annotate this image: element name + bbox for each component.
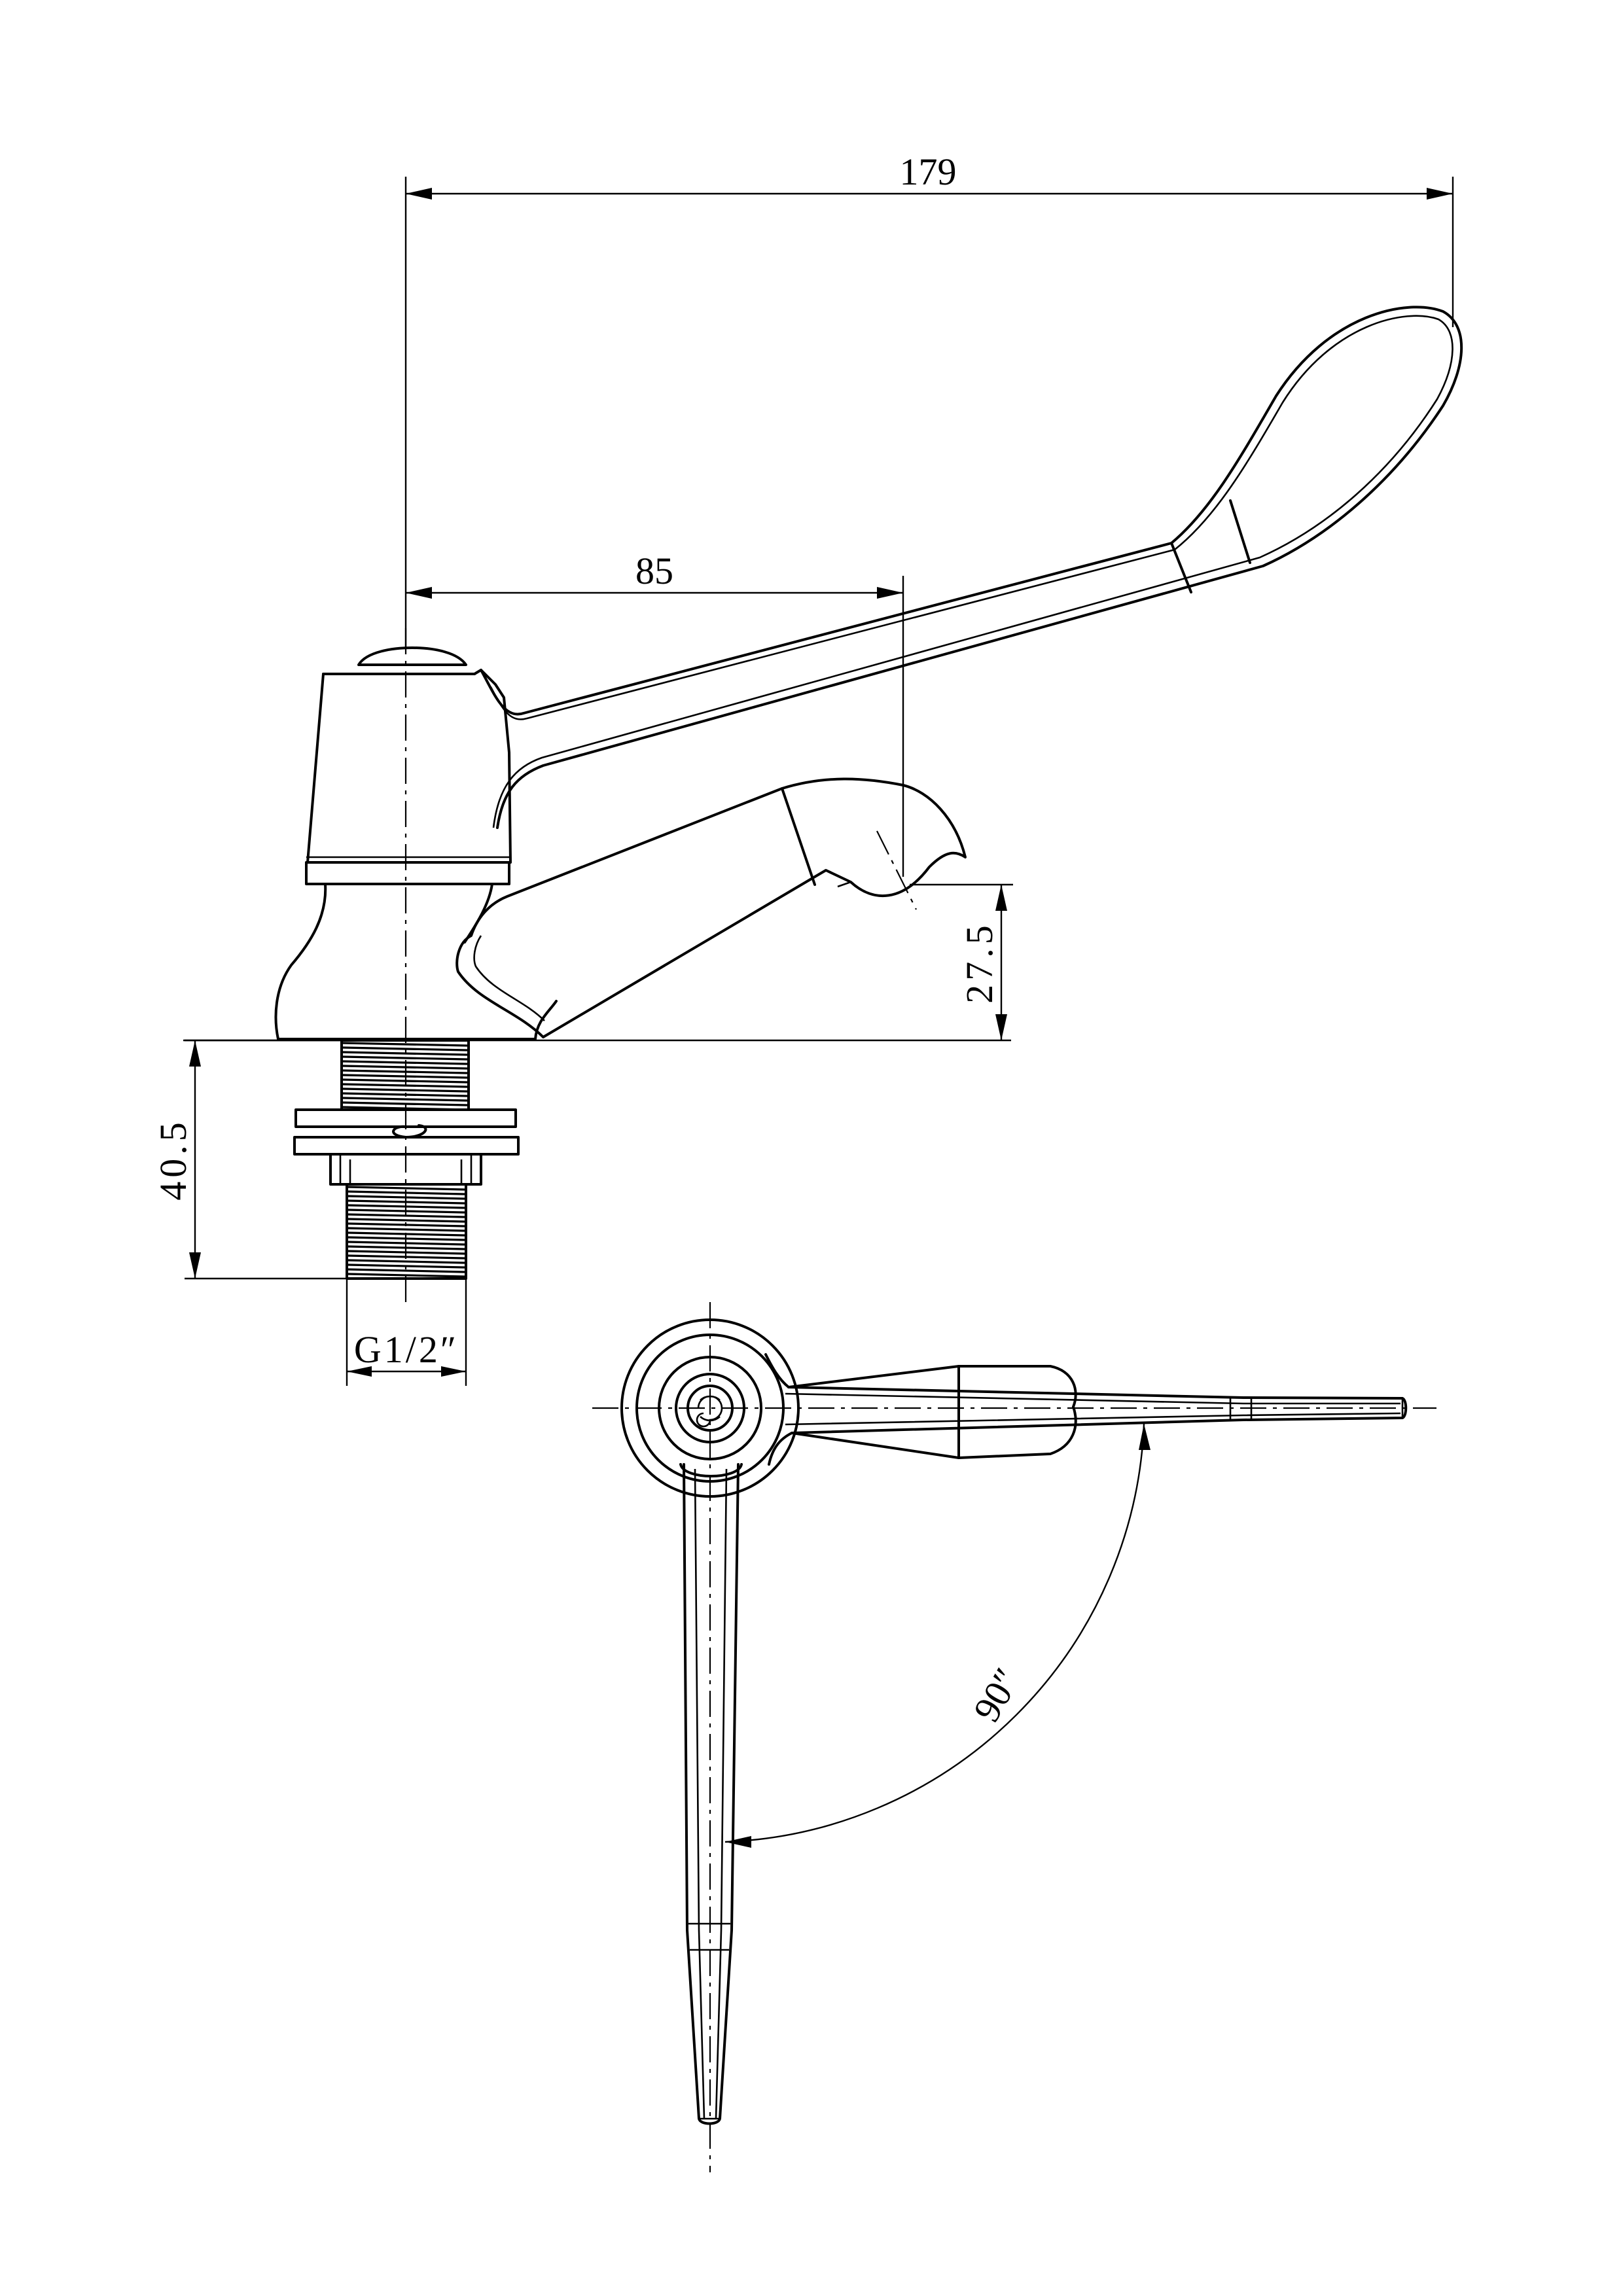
dim-179-label: 179 <box>900 150 957 193</box>
plan-collar-circle <box>658 1356 762 1460</box>
dim-40-5-arrow-top <box>189 1040 201 1067</box>
lever-grip-seam-upper <box>1170 542 1192 593</box>
side-view-dimensions: 179 85 27.5 40.5 G1/2″ <box>152 150 1454 1386</box>
spout-outer <box>455 777 967 1038</box>
handle-head <box>306 669 512 864</box>
dim-thread-arrow-right <box>441 1366 466 1377</box>
lever-arm-inner <box>490 315 1454 828</box>
thread-line <box>348 1231 465 1237</box>
dim-90-label: 90″ <box>965 1661 1028 1729</box>
dim-90-arrow-bottom <box>725 1836 751 1848</box>
thread-line <box>342 1097 468 1102</box>
thread-line <box>348 1190 465 1195</box>
dim-85-label: 85 <box>635 550 673 592</box>
thread-line <box>348 1263 465 1269</box>
plan-lever-open-outer <box>683 1463 740 2125</box>
plan-lever-closed-outer <box>764 1353 1408 1466</box>
thread-line <box>348 1209 465 1214</box>
thread-line <box>348 1218 465 1223</box>
thread-line <box>348 1236 465 1241</box>
thread-line <box>342 1092 468 1097</box>
thread-line <box>348 1259 465 1264</box>
body-base-right <box>463 883 493 944</box>
thread-line <box>348 1254 465 1260</box>
dim-179-arrow-right <box>1427 188 1453 200</box>
dim-90-arrow-top <box>1139 1424 1150 1450</box>
thread-line <box>342 1083 468 1088</box>
thread-line <box>348 1204 465 1209</box>
thread-line <box>342 1042 468 1047</box>
plan-head-circle <box>635 1333 785 1483</box>
thread-line <box>342 1078 468 1084</box>
plan-knob-inner-circle <box>687 1385 734 1432</box>
spout-band-left <box>781 787 816 886</box>
dim-85-arrow-right <box>877 587 903 599</box>
plan-knob-swirl <box>696 1395 723 1428</box>
tail-lower-thread-hatching <box>348 1186 465 1278</box>
thread-line <box>342 1101 468 1106</box>
dim-40-5-label: 40.5 <box>152 1118 194 1201</box>
plan-outer-base-circle <box>620 1318 800 1498</box>
thread-line <box>348 1245 465 1250</box>
dim-40-5-arrow-bottom <box>189 1252 201 1279</box>
thread-line <box>342 1051 468 1056</box>
backnut-ring <box>392 1124 427 1139</box>
dim-27-5-arrow-bottom <box>995 1014 1007 1040</box>
tail-lower-thread <box>346 1183 467 1280</box>
lever-grip-seam-lower <box>1229 499 1251 564</box>
dim-27-5-arrow-top <box>995 885 1007 911</box>
dim-90-arc <box>724 1423 1145 1843</box>
dim-27-5-label: 27.5 <box>958 921 1001 1004</box>
dim-thread-arrow-left <box>347 1366 372 1377</box>
thread-line <box>348 1273 465 1278</box>
plan-view: 90″ <box>592 1302 1436 2172</box>
plan-lever-closed-inner <box>785 1392 1401 1426</box>
head-collar <box>305 861 510 885</box>
thread-line <box>348 1227 465 1232</box>
thread-line <box>348 1222 465 1227</box>
thread-line <box>348 1241 465 1246</box>
spout-outlet-axis <box>876 830 917 910</box>
thread-line <box>348 1213 465 1218</box>
side-elevation-view <box>183 306 1463 1309</box>
plan-spout <box>787 1365 1077 1459</box>
thread-line <box>348 1186 465 1191</box>
spout-band-right <box>837 881 851 888</box>
thread-line <box>348 1268 465 1273</box>
thread-line <box>342 1060 468 1065</box>
tail-upper-thread-hatching <box>342 1042 468 1111</box>
thread-line <box>342 1069 468 1074</box>
thread-line <box>348 1199 465 1205</box>
thread-line <box>342 1074 468 1079</box>
knob-cap <box>357 646 467 666</box>
body-base <box>274 883 558 1040</box>
lever-arm-outer <box>480 306 1463 829</box>
dim-85-arrow-left <box>406 587 432 599</box>
thread-line <box>348 1250 465 1255</box>
dim-thread-label: G1/2″ <box>354 1328 459 1371</box>
thread-line <box>342 1087 468 1093</box>
thread-line <box>348 1195 465 1200</box>
thread-line <box>342 1065 468 1070</box>
plan-knob-circle <box>675 1373 745 1443</box>
thread-line <box>342 1046 468 1051</box>
plan-lever-open-hub <box>679 1463 743 1477</box>
thread-line <box>342 1055 468 1061</box>
spout-inner <box>473 935 545 1021</box>
dim-179-arrow-left <box>406 188 432 200</box>
plan-lever-open-inner <box>694 1468 728 2119</box>
